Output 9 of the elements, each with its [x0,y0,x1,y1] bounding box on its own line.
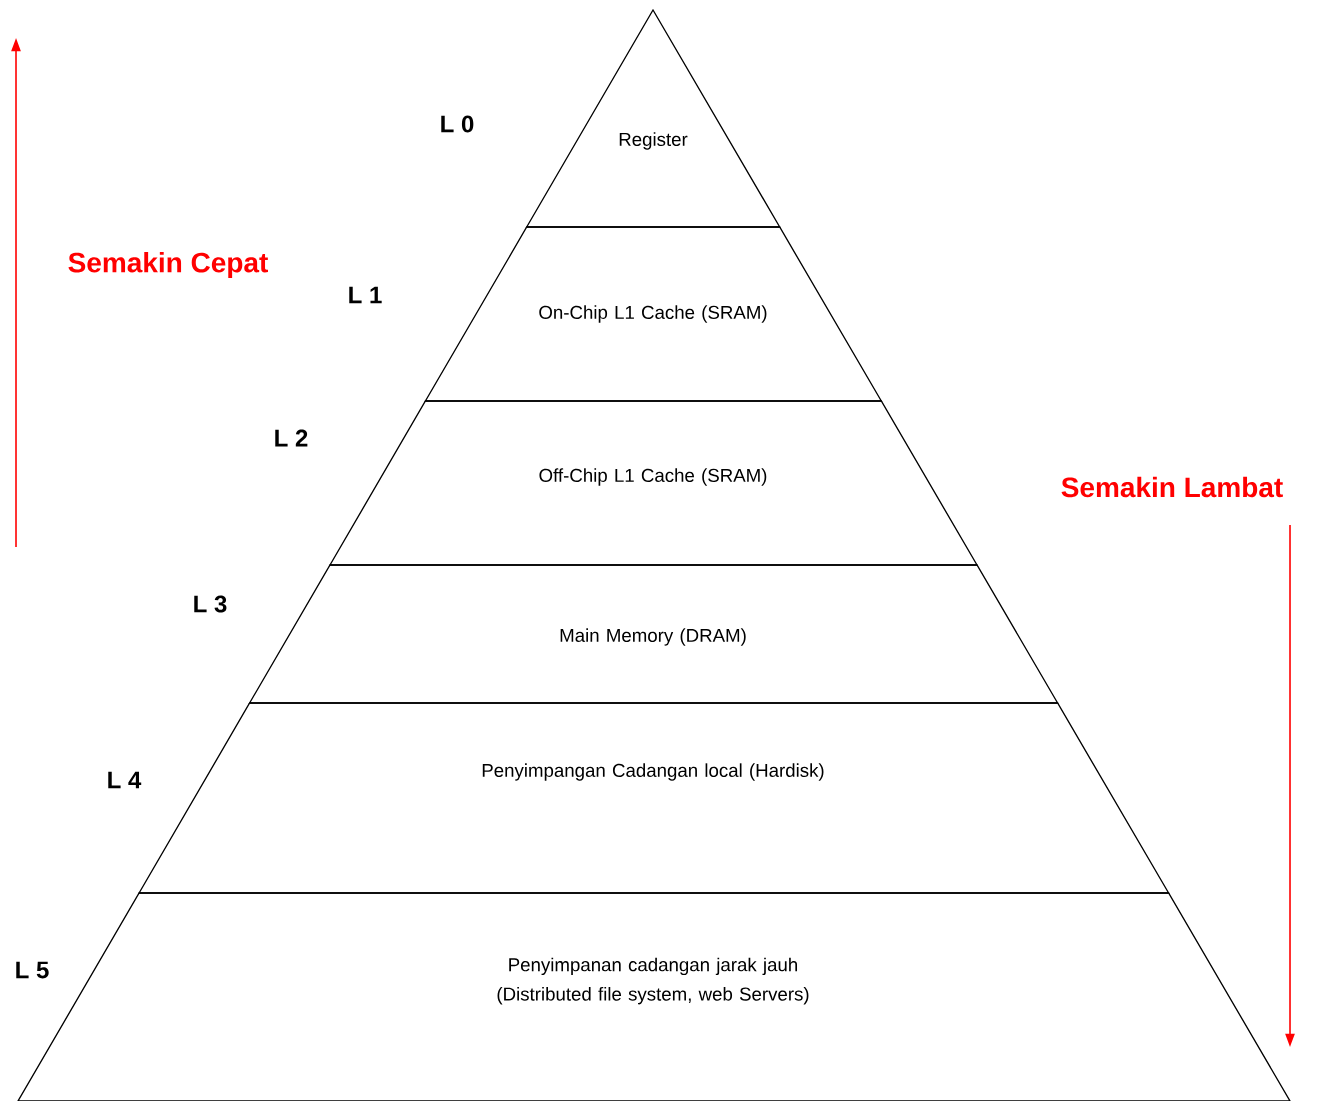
pyramid-band: On-Chip L1 Cache (SRAM) [424,226,883,402]
level-label: L 2 [275,429,308,447]
pyramid-band: Main Memory (DRAM) [248,564,1059,704]
level-label: L 1 [349,286,382,304]
speed-label: Semakin Lambat [1061,476,1283,498]
level-label: L 0 [441,115,474,133]
level-label: L 5 [16,961,49,979]
level-label: L 3 [194,595,227,613]
speed-label: Semakin Cepat [68,251,268,279]
